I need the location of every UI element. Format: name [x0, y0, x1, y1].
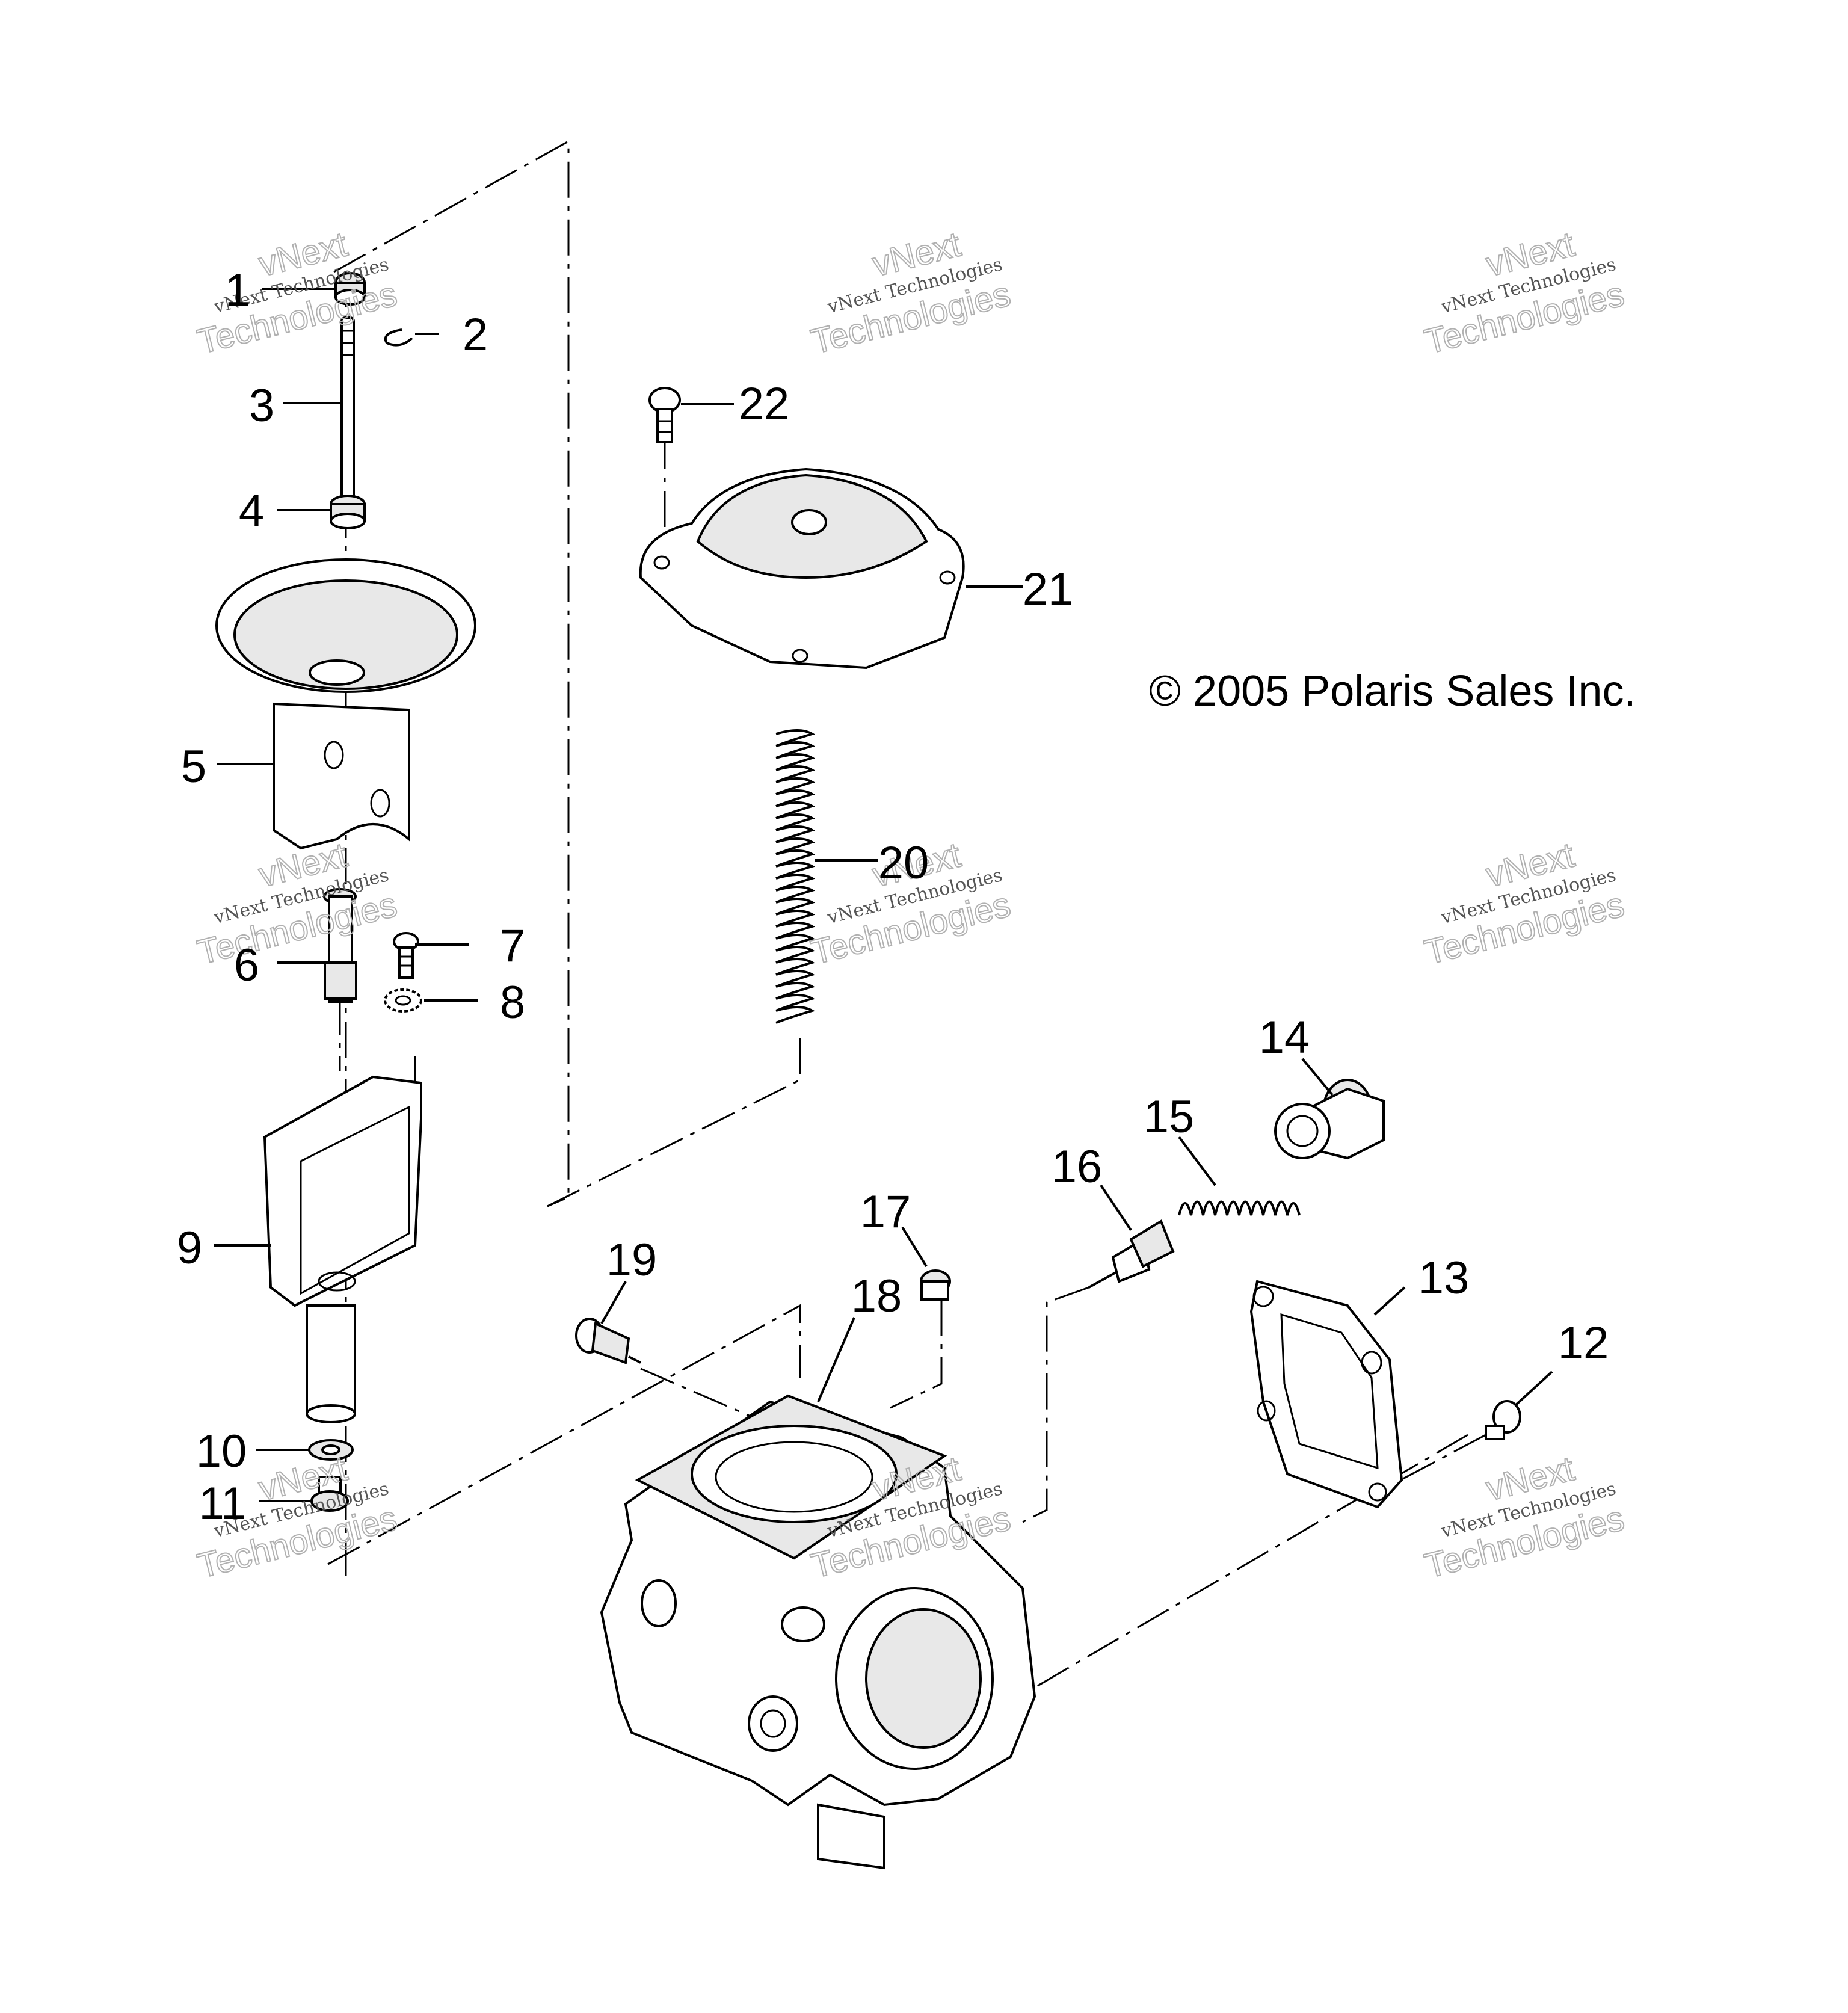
- callout-11: 11: [199, 1478, 247, 1529]
- part-3-jet-needle: [340, 316, 355, 499]
- callout-4: 4: [239, 486, 264, 537]
- callout-18: 18: [851, 1271, 902, 1322]
- callout-9: 9: [177, 1222, 202, 1274]
- part-16-plunger: [1088, 1219, 1175, 1289]
- callout-20: 20: [878, 837, 929, 889]
- part-11-main-jet: [310, 1476, 349, 1512]
- part-4-spacer: [330, 495, 366, 529]
- part-9-holder: [263, 1075, 422, 1307]
- callout-17: 17: [860, 1186, 911, 1238]
- part-19-pilot-jet: [575, 1318, 641, 1364]
- callout-8: 8: [500, 977, 525, 1028]
- callout-16: 16: [1052, 1141, 1103, 1192]
- callout-21: 21: [1023, 564, 1074, 615]
- callout-15: 15: [1144, 1091, 1195, 1142]
- callout-22: 22: [739, 378, 790, 430]
- callout-13: 13: [1418, 1253, 1470, 1304]
- leader-lines: [214, 288, 1553, 1502]
- part-5-diaphragm-slide: [215, 558, 476, 850]
- callout-12: 12: [1558, 1318, 1609, 1369]
- part-14-plug: [1274, 1079, 1385, 1160]
- callout-7: 7: [500, 920, 525, 972]
- part-2-clip: [384, 328, 413, 347]
- callouts: 1 2 3 4 5 6 7 8 9 10 11 12 13 14 15 16 1…: [177, 265, 1609, 1529]
- part-18-carb-body: [600, 1394, 1036, 1870]
- part-21-top-cover: [639, 467, 965, 670]
- part-10-jet-tube: [306, 1304, 356, 1461]
- callout-6: 6: [234, 940, 259, 991]
- callout-14: 14: [1259, 1012, 1310, 1063]
- callout-10: 10: [196, 1426, 247, 1477]
- watermarks: vNext vNext Technologies Technologies vN…: [193, 224, 1628, 1586]
- part-7-screw: [393, 932, 419, 979]
- callout-19: 19: [606, 1235, 658, 1286]
- part-6-needle-jet: [323, 888, 357, 1003]
- part-8-lock-washer: [384, 988, 422, 1013]
- part-15-spring: [1178, 1200, 1301, 1216]
- callout-2: 2: [463, 309, 488, 360]
- part-13-cover: [1249, 1280, 1403, 1509]
- callout-5: 5: [181, 741, 206, 792]
- part-12-screw: [1485, 1400, 1521, 1440]
- part-20-spring: [775, 729, 815, 1024]
- callout-3: 3: [249, 380, 274, 431]
- copyright-notice: © 2005 Polaris Sales Inc.: [1149, 667, 1636, 715]
- part-17-plug: [920, 1269, 951, 1301]
- part-22-screw: [648, 387, 681, 443]
- callout-1: 1: [225, 265, 250, 316]
